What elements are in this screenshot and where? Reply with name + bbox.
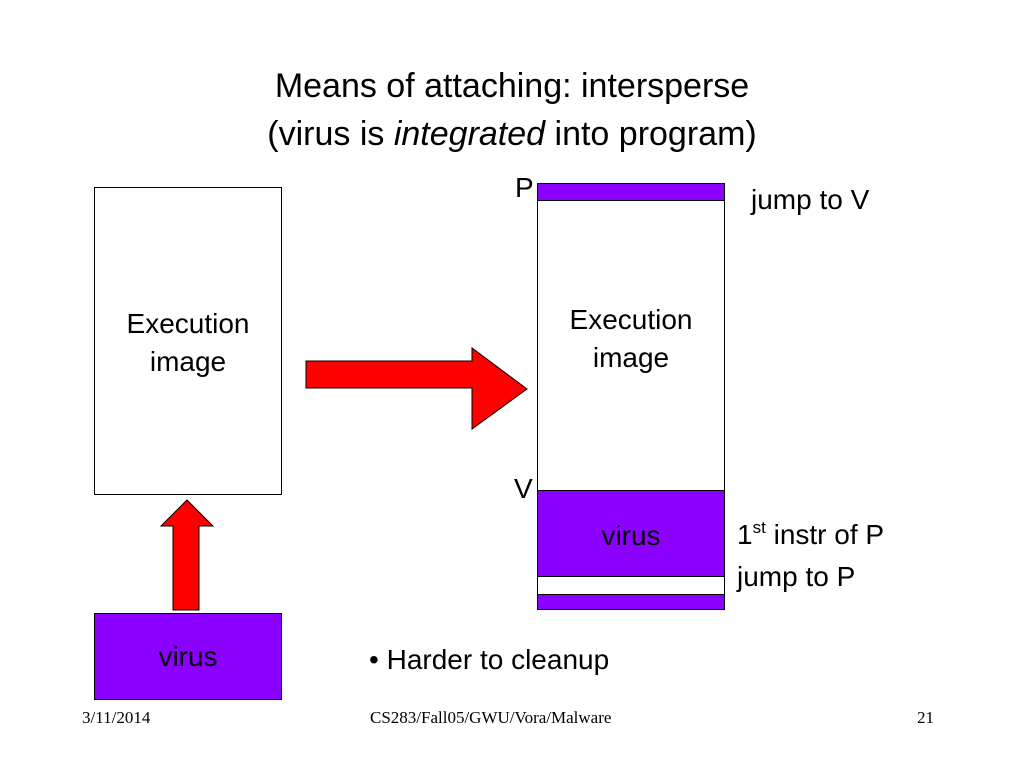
jump-to-p-block [537,594,725,610]
title-suffix: into program) [545,115,757,153]
first-instr-num: 1 [737,519,753,550]
bullet-symbol: • [369,644,379,675]
right-arrow-icon [305,347,528,430]
left-exec-line1: Execution [126,308,250,339]
footer-course: CS283/Fall05/GWU/Vora/Malware [370,708,612,727]
first-instr-sup: st [752,518,766,537]
right-virus-block [537,490,725,577]
footer-date: 3/11/2014 [82,708,151,727]
right-execution-image-label: Execution image [537,301,725,377]
left-virus-label: virus [158,641,218,672]
first-instr-rest: instr of P [765,519,885,550]
first-instr-label: 1st instr of P [737,519,884,551]
marker-p: P [515,172,534,203]
footer-page-number: 21 [917,708,934,727]
right-virus-label: virus [601,520,661,551]
bullet-text: Harder to cleanup [386,644,610,675]
left-execution-image-label: Execution image [94,305,282,381]
slide-title-line2: (virus is integrated into program) [0,114,1024,154]
left-exec-line2: image [149,346,227,377]
title-prefix: (virus is [267,115,394,153]
right-exec-line1: Execution [569,304,693,335]
title-emphasis: integrated [393,115,546,153]
slide-title-line1: Means of attaching: intersperse [274,67,750,105]
jump-to-p-label: jump to P [737,561,856,592]
left-virus-box [94,613,282,700]
marker-v: V [514,473,533,504]
jump-to-v-block [537,183,725,201]
jump-to-v-label: jump to V [751,184,870,215]
left-execution-image-box [94,187,282,495]
right-exec-line2: image [592,342,670,373]
up-arrow-icon [159,499,215,611]
bullet-item: • Harder to cleanup [369,644,609,676]
